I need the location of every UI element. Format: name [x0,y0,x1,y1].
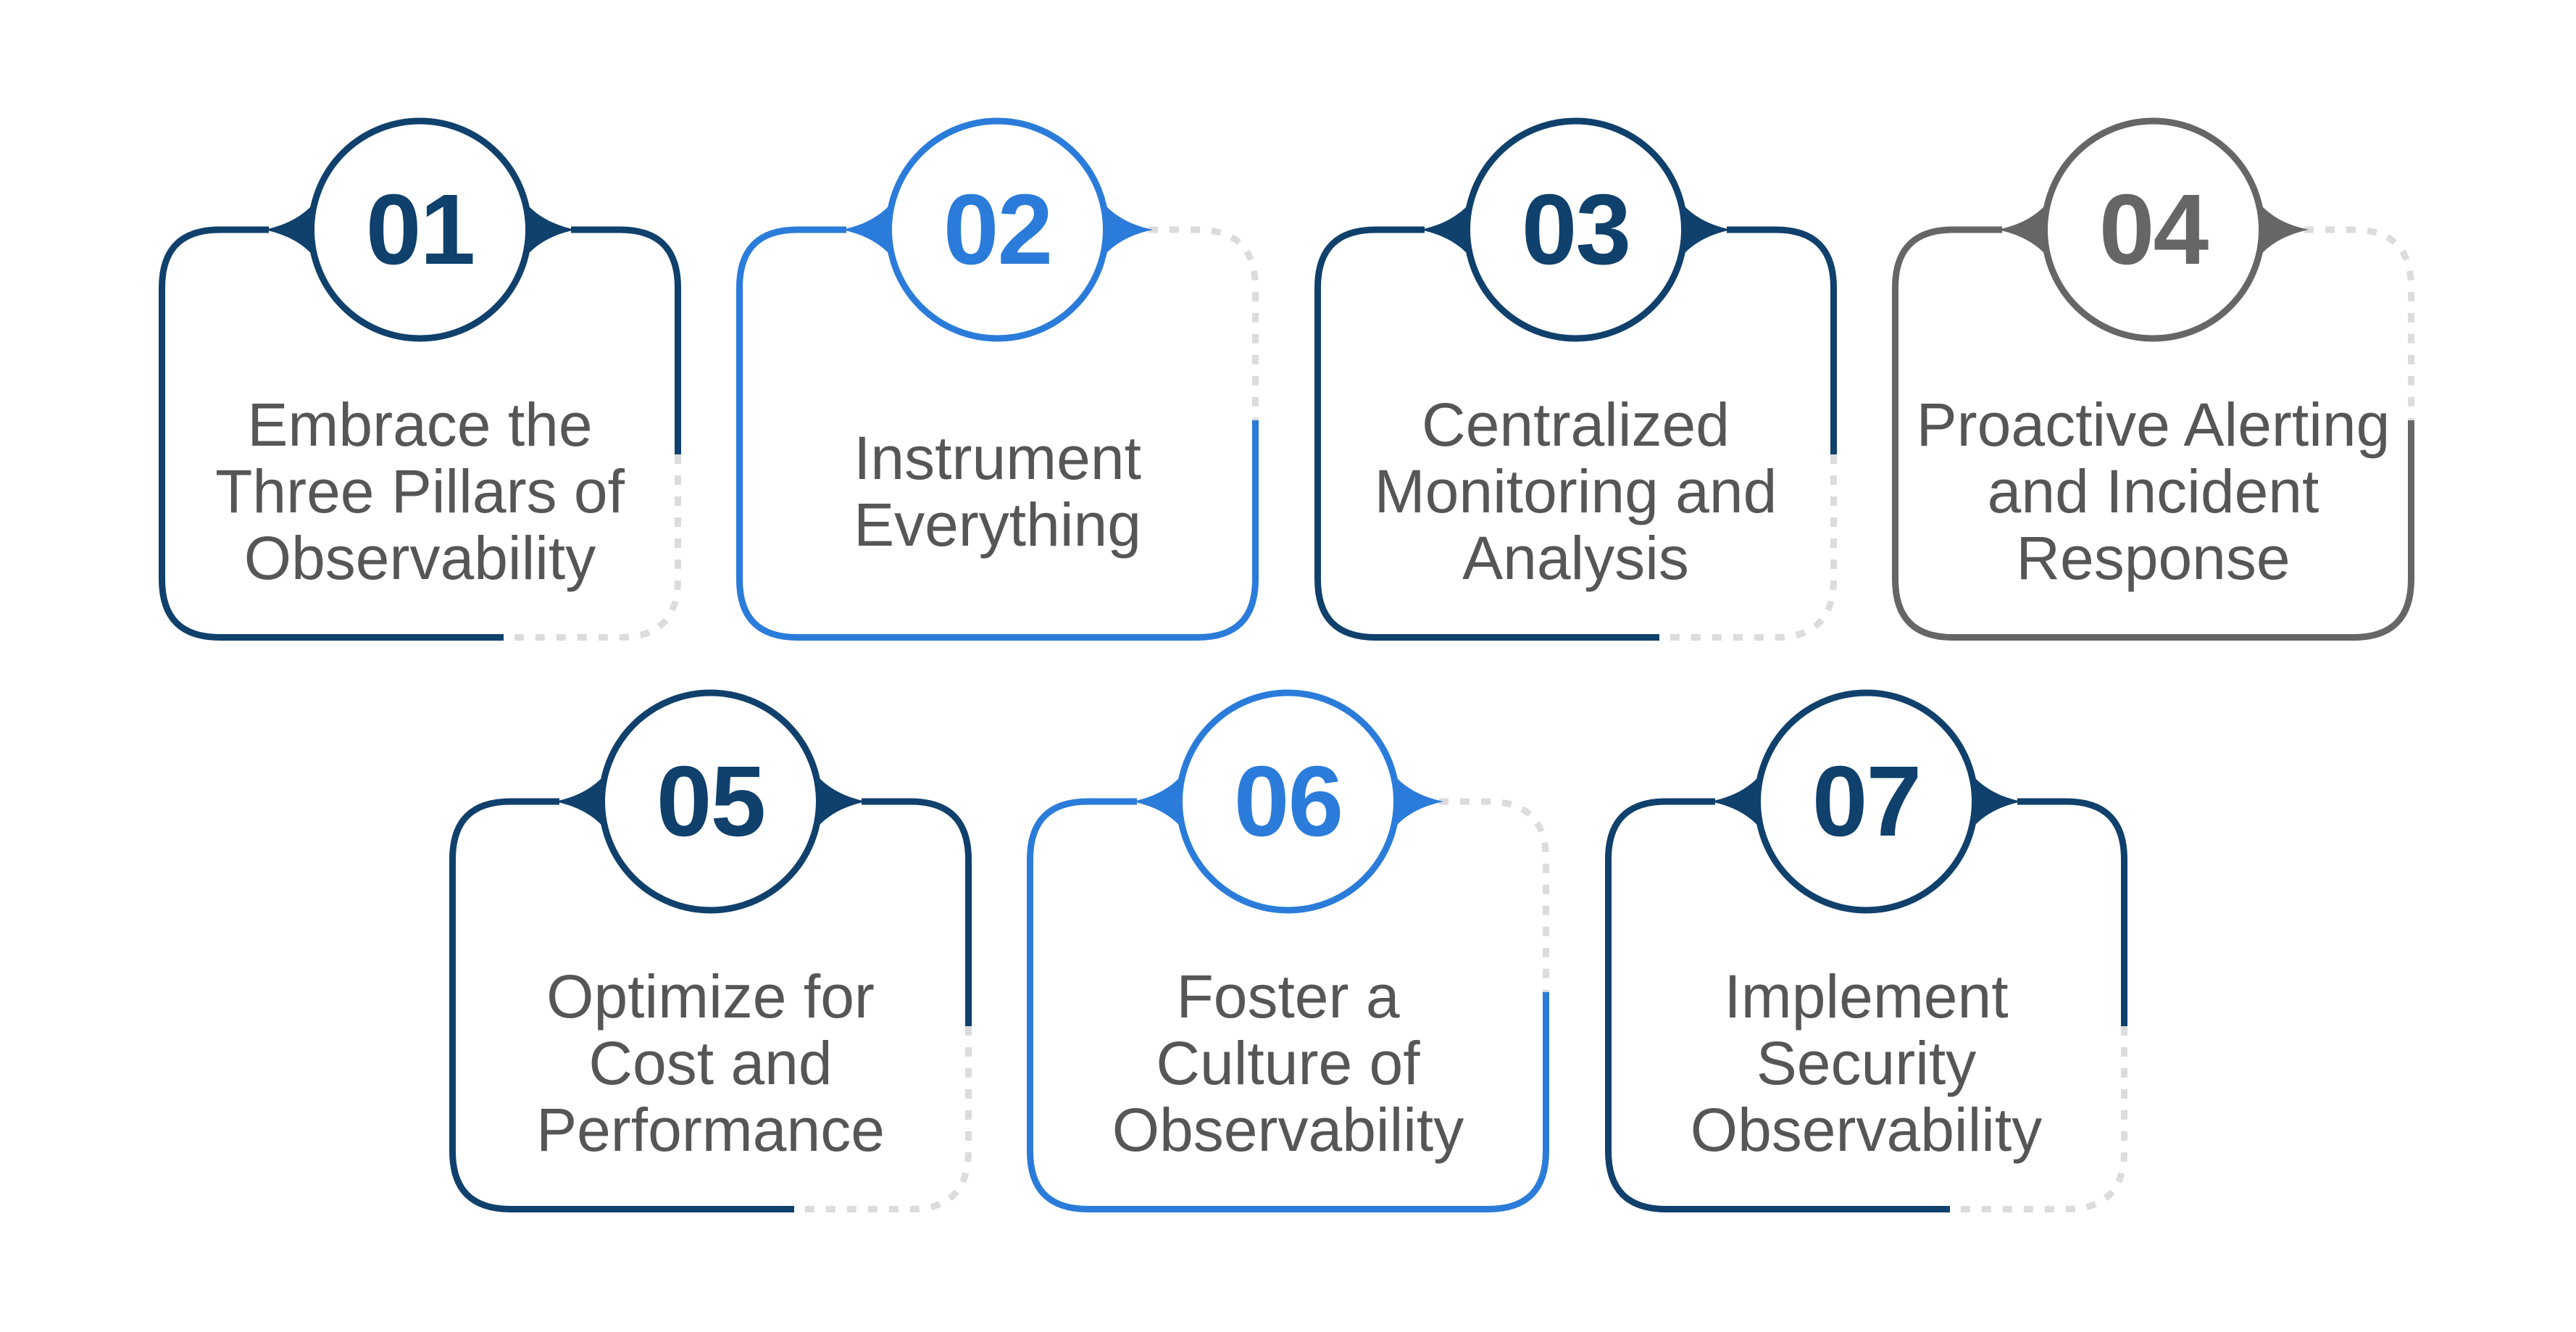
number-circle [885,117,1109,342]
left-connector-icon [1420,200,1472,259]
step-title: Embrace the Three Pillars of Observabili… [215,391,625,592]
step-title: Centralized Monitoring and Analysis [1374,391,1777,592]
step-card-2: 02 Instrument Everything [736,117,1259,641]
left-connector-icon [1711,772,1763,831]
card-frame [1892,117,2414,641]
right-connector-icon [814,772,866,831]
step-title: Instrument Everything [854,424,1141,559]
step-number: 03 [1521,173,1632,286]
right-connector-icon [523,200,575,259]
step-title: Proactive Alerting and Incident Response [1916,391,2390,592]
step-card-3: 03 Centralized Monitoring and Analysis [1314,117,1837,641]
card-frame [1314,117,1837,641]
right-connector-icon [2256,200,2309,259]
card-frame [736,117,1259,641]
number-circle [2041,117,2265,342]
step-number: 05 [656,745,767,857]
left-connector-icon [1133,772,1185,831]
step-card-6: 06 Foster a Culture of Observability [1027,689,1549,1212]
right-connector-icon [1969,772,2022,831]
number-circle [599,689,822,914]
left-connector-icon [264,200,317,259]
right-connector-icon [1101,200,1153,259]
number-circle [1464,117,1688,342]
step-number: 01 [365,173,476,286]
step-number: 02 [943,173,1054,286]
card-frame [1027,689,1549,1212]
step-card-4: 04 Proactive Alerting and Incident Respo… [1892,117,2414,641]
right-connector-icon [1679,200,1731,259]
left-connector-icon [555,772,607,831]
step-card-1: 01 Embrace the Three Pillars of Observab… [159,117,681,641]
right-connector-icon [1391,772,1443,831]
step-card-7: 07 Implement Security Observability [1605,689,2127,1212]
step-number: 07 [1812,745,1922,857]
step-card-5: 05 Optimize for Cost and Performance [449,689,972,1212]
number-circle [308,117,532,342]
left-connector-icon [842,200,894,259]
card-frame [1605,689,2127,1212]
step-number: 04 [2098,173,2209,286]
card-frame [449,689,972,1212]
number-circle [1176,689,1400,914]
card-frame [159,117,681,641]
step-title: Foster a Culture of Observability [1112,962,1464,1164]
step-title: Optimize for Cost and Performance [536,962,885,1164]
step-number: 06 [1233,745,1344,857]
left-connector-icon [1998,200,2050,259]
number-circle [1754,689,1978,914]
step-title: Implement Security Observability [1690,962,2043,1164]
